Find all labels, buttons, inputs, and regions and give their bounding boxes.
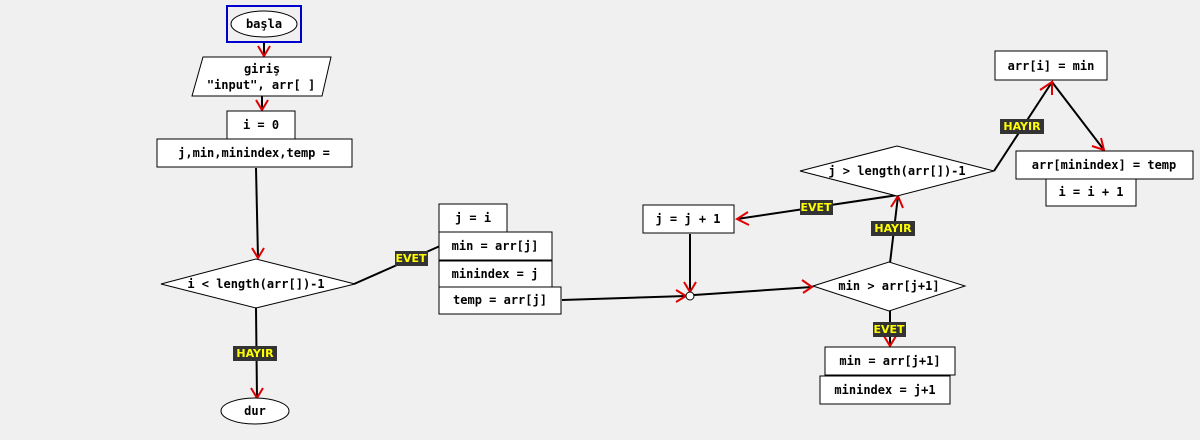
svg-text:EVET: EVET xyxy=(873,323,905,336)
set-minindex-label: minindex = j xyxy=(452,267,539,281)
assign-min-label: min = arr[j+1] xyxy=(839,354,940,368)
swap-b-label: arr[minindex] = temp xyxy=(1032,158,1177,172)
input-label-line2: "input", arr[ ] xyxy=(207,78,315,92)
swap-a-label: arr[i] = min xyxy=(1008,59,1095,73)
start-highlight xyxy=(226,5,302,43)
declare-label: j,min,minindex,temp = xyxy=(178,146,330,160)
start-ellipse xyxy=(230,10,298,38)
edge-temp-junction xyxy=(561,295,687,301)
stop-label: dur xyxy=(244,404,266,418)
badge-no-outer: HAYIR xyxy=(233,346,277,361)
init-i-node[interactable]: i = 0 xyxy=(226,110,296,140)
declare-node[interactable]: j,min,minindex,temp = xyxy=(156,138,353,168)
compare-condition-label: min > arr[j+1] xyxy=(838,279,939,293)
input-label-line1: giriş xyxy=(244,62,280,76)
badge-yes-compare: EVET xyxy=(873,322,906,337)
compare-condition-node[interactable]: min > arr[j+1] xyxy=(811,261,967,312)
set-min-node[interactable]: min = arr[j] xyxy=(438,231,553,261)
stop-node[interactable]: dur xyxy=(220,397,290,425)
incr-j-label: j = j + 1 xyxy=(655,212,720,226)
edge-declare-cond xyxy=(255,167,259,259)
arrowhead xyxy=(257,45,271,58)
incr-j-node[interactable]: j = j + 1 xyxy=(642,204,735,234)
inner-condition-label: j > length(arr[])-1 xyxy=(828,164,965,178)
set-j-label: j = i xyxy=(455,211,491,225)
set-temp-node[interactable]: temp = arr[j] xyxy=(438,286,562,315)
set-temp-label: temp = arr[j] xyxy=(453,293,547,307)
set-min-label: min = arr[j] xyxy=(452,239,539,253)
arrowhead xyxy=(801,279,814,294)
assign-minindex-node[interactable]: minindex = j+1 xyxy=(819,375,951,405)
assign-min-node[interactable]: min = arr[j+1] xyxy=(824,346,956,376)
start-node[interactable]: başla xyxy=(226,5,302,43)
outer-condition-label: i < length(arr[])-1 xyxy=(187,277,324,291)
input-parallelogram xyxy=(191,56,332,97)
init-i-label: i = 0 xyxy=(243,118,279,132)
start-label: başla xyxy=(246,17,282,31)
arrowhead xyxy=(883,335,897,348)
arrowhead xyxy=(1091,137,1106,152)
svg-text:HAYIR: HAYIR xyxy=(874,222,912,235)
svg-text:HAYIR: HAYIR xyxy=(1003,120,1041,133)
junction-point xyxy=(685,291,695,301)
badge-yes-inner: EVET xyxy=(800,200,833,215)
incr-i-node[interactable]: i = i + 1 xyxy=(1045,178,1137,207)
badge-no-inner: HAYIR xyxy=(1000,119,1044,134)
inner-condition-node[interactable]: j > length(arr[])-1 xyxy=(799,145,995,197)
arrowhead xyxy=(734,211,750,226)
input-node[interactable]: giriş "input", arr[ ] xyxy=(191,56,332,97)
svg-text:EVET: EVET xyxy=(800,201,832,214)
assign-minindex-label: minindex = j+1 xyxy=(834,383,935,397)
edge-swap-a-b xyxy=(1051,81,1105,151)
outer-condition-node[interactable]: i < length(arr[])-1 xyxy=(160,258,356,309)
svg-text:EVET: EVET xyxy=(395,252,427,265)
set-minindex-node[interactable]: minindex = j xyxy=(438,260,553,288)
svg-text:HAYIR: HAYIR xyxy=(236,347,274,360)
incr-i-label: i = i + 1 xyxy=(1058,185,1123,199)
swap-b-node[interactable]: arr[minindex] = temp xyxy=(1015,150,1194,180)
swap-a-node[interactable]: arr[i] = min xyxy=(994,50,1108,81)
arrowhead xyxy=(1039,80,1053,95)
arrowhead xyxy=(251,247,265,260)
badge-no-compare: HAYIR xyxy=(871,221,915,236)
arrowhead xyxy=(255,99,269,112)
set-j-node[interactable]: j = i xyxy=(438,203,508,233)
edge-junction-compare xyxy=(693,286,813,296)
badge-yes-outer: EVET xyxy=(395,251,428,266)
